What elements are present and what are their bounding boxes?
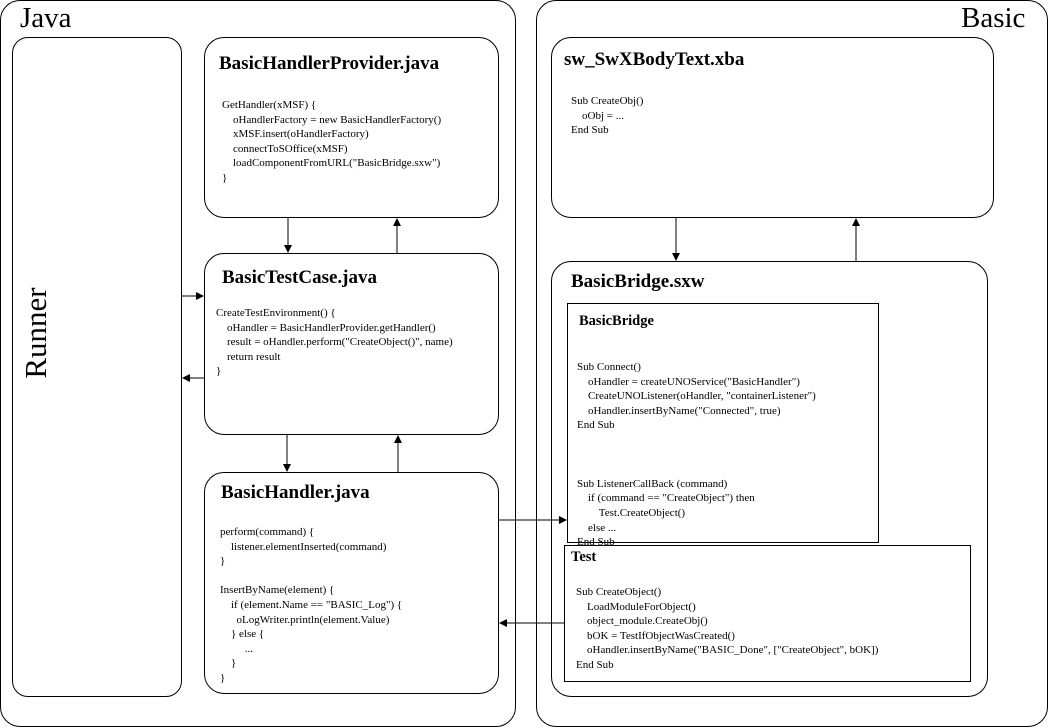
java-panel-title: Java	[20, 2, 72, 34]
basic-test-case-code: CreateTestEnvironment() { oHandler = Bas…	[216, 307, 453, 378]
basic-handler-code: perform(command) { listener.elementInser…	[220, 526, 403, 684]
sw-swxbodytext-box	[551, 37, 994, 218]
basic-handler-provider-box	[204, 37, 499, 218]
basic-panel-title: Basic	[961, 2, 1026, 34]
sw-swxbodytext-code: Sub CreateObj() oObj = ... End Sub	[571, 95, 644, 137]
basic-handler-box	[204, 472, 499, 694]
basic-handler-provider-title: BasicHandlerProvider.java	[219, 53, 440, 74]
basic-bridge-module-box	[567, 303, 879, 543]
test-module-box	[564, 545, 971, 682]
sw-swxbodytext-title: sw_SwXBodyText.xba	[564, 49, 745, 70]
basic-handler-title: BasicHandler.java	[221, 482, 370, 503]
basic-test-case-box	[204, 253, 499, 435]
basic-bridge-document-title: BasicBridge.sxw	[571, 271, 705, 292]
test-module-code: Sub CreateObject() LoadModuleForObject()…	[576, 586, 879, 671]
runner-box	[12, 37, 182, 697]
test-module-title: Test	[571, 549, 597, 565]
basic-bridge-module-title: BasicBridge	[579, 313, 654, 329]
basic-test-case-title: BasicTestCase.java	[222, 267, 377, 288]
basic-handler-provider-code: GetHandler(xMSF) { oHandlerFactory = new…	[222, 99, 442, 184]
